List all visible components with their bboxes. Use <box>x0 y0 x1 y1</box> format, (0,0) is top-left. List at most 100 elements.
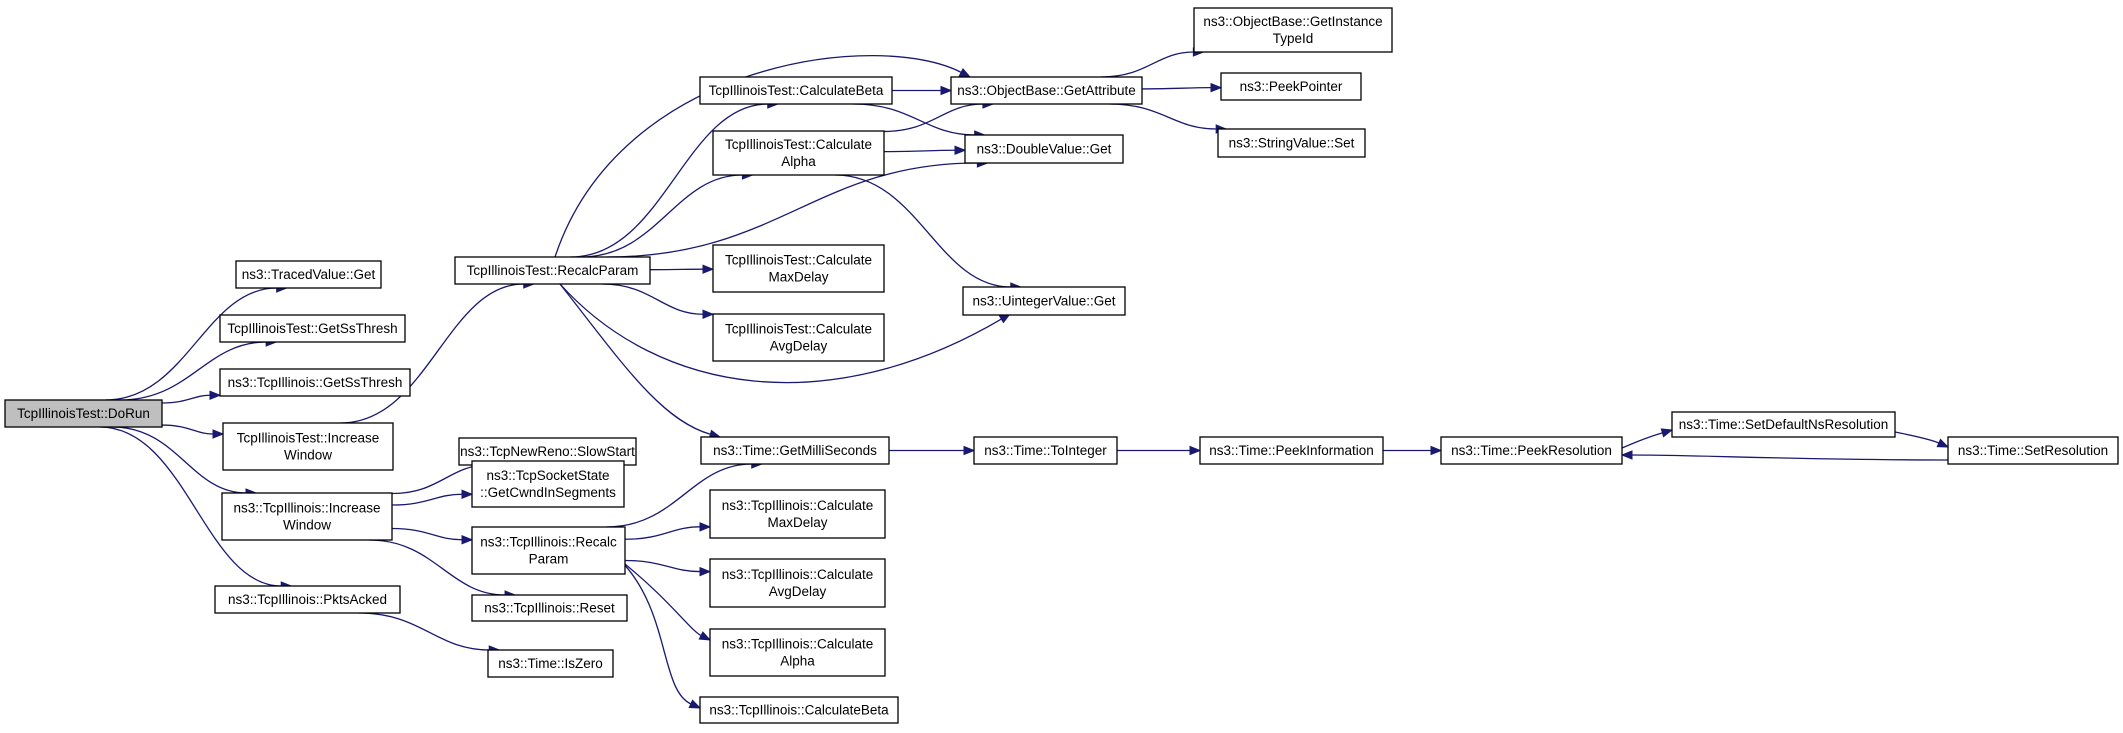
node-label-line: ::GetCwndInSegments <box>480 485 616 500</box>
node-illPkts[interactable]: ns3::TcpIllinois::PktsAcked <box>214 585 401 614</box>
edge-line <box>883 103 983 133</box>
edge-peekRes-to-setDefRes <box>1621 428 1674 449</box>
edge-arrowhead <box>461 534 474 545</box>
node-isZero[interactable]: ns3::Time::IsZero <box>487 649 614 678</box>
node-illCalcBeta[interactable]: ns3::TcpIllinois::CalculateBeta <box>699 696 899 724</box>
node-box <box>471 526 626 575</box>
node-box <box>454 256 651 285</box>
edge-testRecalc-to-testCalcMaxDelay <box>649 264 715 274</box>
node-box <box>1199 436 1384 465</box>
node-testGetSsThresh[interactable]: TcpIllinoisTest::GetSsThresh <box>219 314 406 343</box>
edge-line <box>161 424 214 435</box>
node-peekPtr[interactable]: ns3::PeekPointer <box>1220 72 1362 101</box>
node-label-line: ns3::TcpSocketState <box>486 468 609 483</box>
edge-arrowhead <box>963 445 976 456</box>
edge-line <box>853 103 975 136</box>
edge-line <box>624 526 701 540</box>
node-doubleGet[interactable]: ns3::DoubleValue::Get <box>964 134 1124 164</box>
node-illGetSsThresh[interactable]: ns3::TcpIllinois::GetSsThresh <box>219 368 411 397</box>
node-box <box>1671 411 1896 438</box>
node-peekInfo[interactable]: ns3::Time::PeekInformation <box>1199 436 1384 465</box>
edge-arrowhead <box>699 522 712 532</box>
node-box <box>699 696 899 724</box>
node-testCalcBeta[interactable]: TcpIllinoisTest::CalculateBeta <box>699 76 893 105</box>
node-setRes[interactable]: ns3::Time::SetResolution <box>1947 436 2119 465</box>
node-label-line: ns3::TcpIllinois::Calculate <box>722 567 874 582</box>
node-box <box>487 649 614 678</box>
edge-arrowhead <box>1936 438 1950 448</box>
edge-arrowhead <box>702 309 715 319</box>
node-label-line: ns3::TracedValue::Get <box>242 267 376 282</box>
node-box <box>214 585 401 614</box>
edge-arrowhead <box>209 390 222 400</box>
node-strSet[interactable]: ns3::StringValue::Set <box>1217 128 1366 158</box>
node-illRecalc[interactable]: ns3::TcpIllinois::RecalcParam <box>471 526 626 575</box>
node-label-line: ns3::TcpIllinois::GetSsThresh <box>228 375 403 390</box>
node-box <box>471 594 628 622</box>
node-box <box>700 436 890 465</box>
edge-arrowhead <box>699 566 712 577</box>
node-box <box>219 314 406 343</box>
edge-line <box>99 426 282 587</box>
node-box <box>964 134 1124 164</box>
node-label-line: TcpIllinoisTest::GetSsThresh <box>227 321 397 336</box>
edge-line <box>1894 431 1940 444</box>
edge-peekInfo-to-peekRes <box>1382 445 1443 456</box>
node-toInt[interactable]: ns3::Time::ToInteger <box>973 436 1118 465</box>
node-doRun[interactable]: TcpIllinoisTest::DoRun <box>4 399 163 428</box>
edge-line <box>1631 454 1949 461</box>
edge-testRecalc-to-testCalcAvgDelay <box>602 283 715 319</box>
node-setDefRes[interactable]: ns3::Time::SetDefaultNsResolution <box>1671 411 1896 438</box>
edge-illIncWin-to-socketCwnd <box>391 489 474 506</box>
node-getAttr[interactable]: ns3::ObjectBase::GetAttribute <box>950 76 1143 105</box>
node-box <box>235 260 382 289</box>
edge-arrowhead <box>954 145 967 156</box>
edge-testCalcAlpha-to-getAttr <box>883 99 995 133</box>
node-box <box>709 489 886 539</box>
edge-arrowhead <box>698 631 712 641</box>
node-label-line: TcpIllinoisTest::DoRun <box>17 406 150 421</box>
node-label-line: ns3::Time::GetMilliSeconds <box>713 443 877 458</box>
node-getMilli[interactable]: ns3::Time::GetMilliSeconds <box>700 436 890 465</box>
edge-arrowhead <box>461 489 474 499</box>
node-label-line: TcpIllinoisTest::Increase <box>237 431 380 446</box>
node-label-line: Param <box>529 552 569 567</box>
node-peekRes[interactable]: ns3::Time::PeekResolution <box>1440 436 1623 465</box>
edge-illIncWin-to-illRecalc <box>391 527 474 545</box>
node-label-line: Window <box>283 518 331 533</box>
edge-line <box>1109 103 1217 130</box>
edge-illRecalc-to-illCalcAlpha <box>619 559 712 641</box>
edge-arrowhead <box>212 429 225 439</box>
node-label-line: TcpIllinoisTest::Calculate <box>725 322 872 337</box>
node-label-line: ns3::TcpIllinois::Calculate <box>722 637 874 652</box>
node-uintGet[interactable]: ns3::UintegerValue::Get <box>962 286 1126 316</box>
node-illReset[interactable]: ns3::TcpIllinois::Reset <box>471 594 628 622</box>
node-testRecalc[interactable]: TcpIllinoisTest::RecalcParam <box>454 256 651 285</box>
node-box <box>221 492 393 541</box>
edge-arrowhead <box>940 85 953 96</box>
node-box <box>1220 72 1362 101</box>
node-box <box>222 422 394 471</box>
node-socketCwnd[interactable]: ns3::TcpSocketState::GetCwndInSegments <box>471 460 625 508</box>
node-label-line: ns3::UintegerValue::Get <box>972 294 1115 309</box>
edge-arrowhead <box>1189 445 1202 456</box>
edge-line <box>369 539 506 596</box>
node-box <box>219 368 411 397</box>
edge-line <box>570 103 768 258</box>
node-label-line: ns3::Time::ToInteger <box>984 443 1107 458</box>
node-box <box>973 436 1118 465</box>
node-label-line: AvgDelay <box>770 339 828 354</box>
edge-arrowhead <box>958 67 972 78</box>
node-label-line: Alpha <box>780 654 815 669</box>
node-tracedGet[interactable]: ns3::TracedValue::Get <box>235 260 382 289</box>
